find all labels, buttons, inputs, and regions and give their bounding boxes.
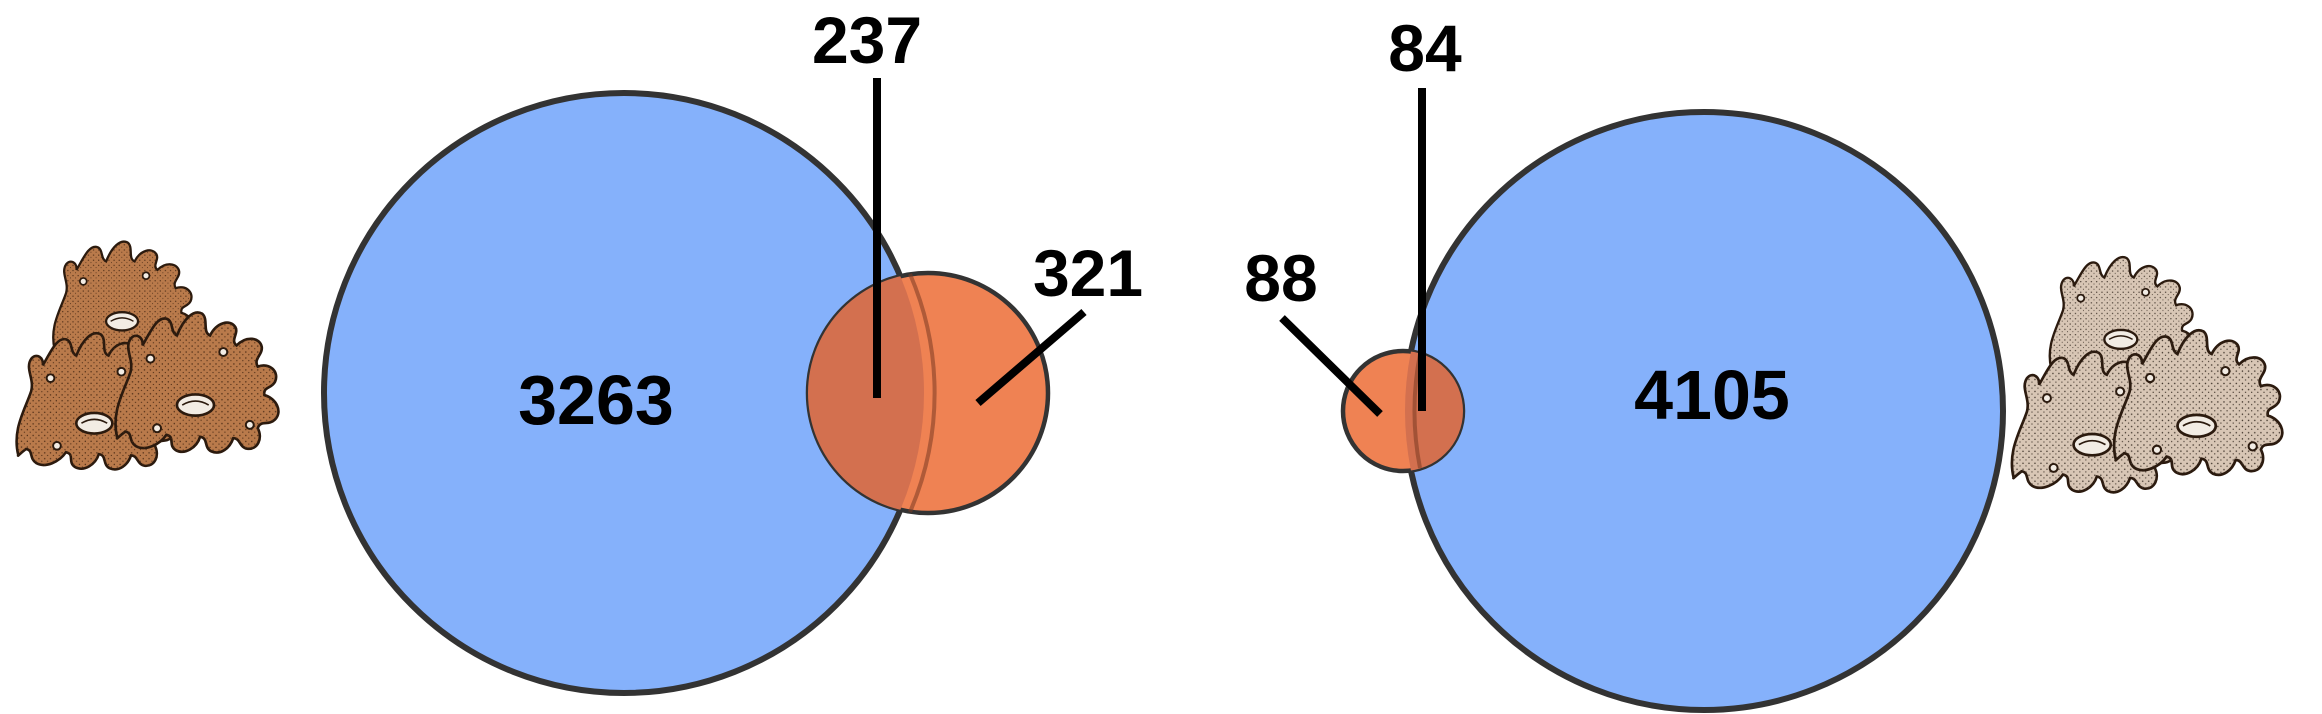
right-small-leader-line: [1279, 315, 1383, 417]
right-small-only-count: 88: [1244, 241, 1317, 315]
right-overlap-region: [1405, 351, 1463, 471]
coral-polyp-cluster: [2112, 328, 2284, 477]
right-overlap-count: 84: [1388, 11, 1462, 85]
left-overlap-region: [808, 273, 924, 513]
right-venn: 84 88 4105: [1244, 11, 2006, 713]
left-small-only-count: 321: [1033, 236, 1143, 310]
left-overlap-count: 237: [812, 3, 922, 77]
coral-colony-icon: [2010, 255, 2284, 494]
left-venn: 237 321 3263: [321, 3, 1143, 696]
coral-polyp-cluster: [114, 311, 280, 454]
left-small-leader-line: [975, 308, 1087, 407]
left-large-only-count: 3263: [518, 361, 674, 439]
left-large-arc-outline: [908, 273, 937, 513]
coral-colony-icon: [15, 240, 280, 471]
right-large-only-count: 4105: [1634, 356, 1790, 434]
